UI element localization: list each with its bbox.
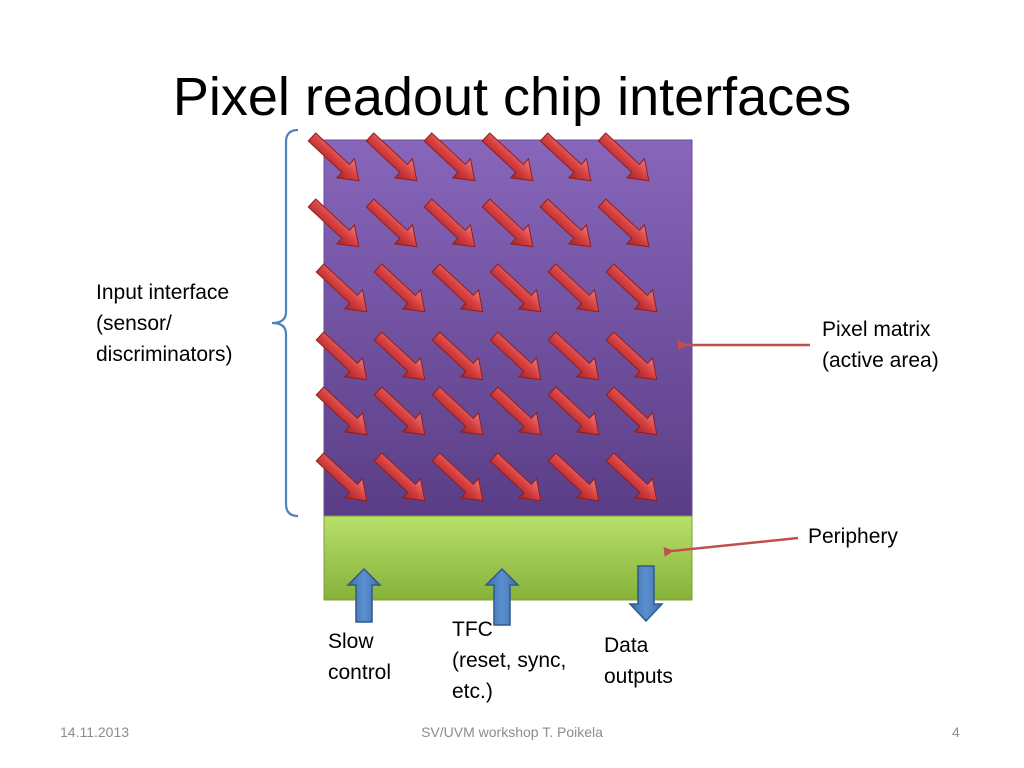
slow-control-label: Slow control <box>328 630 392 684</box>
pixel-arrow <box>431 386 484 436</box>
pixel-arrow <box>365 198 418 248</box>
pixel-arrow <box>547 331 600 381</box>
pixel-arrow-grid <box>307 132 658 502</box>
pixel-arrow <box>547 263 600 313</box>
data-outputs-label: Data outputs <box>604 634 673 688</box>
slide-number: 4 <box>952 724 960 740</box>
slide-title: Pixel readout chip interfaces <box>172 67 852 127</box>
pixel-arrow <box>547 452 600 502</box>
pixel-arrow <box>547 386 600 436</box>
pixel-arrow <box>373 263 426 313</box>
slow-control-arrow <box>346 567 382 623</box>
pixel-arrow <box>315 331 368 381</box>
pixel-matrix <box>323 139 693 517</box>
pixel-arrow <box>481 198 534 248</box>
pixel-arrow <box>315 386 368 436</box>
pixel-arrow <box>423 132 476 182</box>
pixel-arrow <box>373 452 426 502</box>
pixel-arrow <box>431 331 484 381</box>
pixel-matrix-label: Pixel matrix (active area) <box>822 318 939 372</box>
pixel-arrow <box>365 132 418 182</box>
pixel-arrow <box>423 198 476 248</box>
pixel-arrow <box>431 263 484 313</box>
pixel-arrow <box>597 132 650 182</box>
pixel-arrow <box>373 331 426 381</box>
pixel-arrow <box>307 198 360 248</box>
footer-date: 14.11.2013 <box>60 724 130 740</box>
pixel-arrow <box>481 132 534 182</box>
pixel-arrow <box>539 198 592 248</box>
input-interface-brace <box>271 128 299 518</box>
periphery-label: Periphery <box>808 525 898 548</box>
tfc-label: TFC (reset, sync, etc.) <box>452 618 567 703</box>
pixel-arrow <box>489 452 542 502</box>
pixel-arrow <box>605 331 658 381</box>
pixel-arrow <box>315 452 368 502</box>
pixel-arrow <box>315 263 368 313</box>
pixel-arrow <box>605 263 658 313</box>
pixel-arrow <box>605 386 658 436</box>
footer-center: SV/UVM workshop T. Poikela <box>421 724 603 740</box>
pixel-arrow <box>489 263 542 313</box>
pixel-arrow <box>431 452 484 502</box>
periphery-pointer-arrow <box>663 536 799 557</box>
pixel-arrow <box>539 132 592 182</box>
pixel-arrow <box>489 331 542 381</box>
pixel-arrow <box>307 132 360 182</box>
pixel-arrow <box>605 452 658 502</box>
tfc-arrow <box>484 567 520 626</box>
pixel-arrow <box>373 386 426 436</box>
input-interface-label: Input interface (sensor/ discriminators) <box>96 281 233 366</box>
pixel-arrow <box>597 198 650 248</box>
pixel-arrow <box>489 386 542 436</box>
data-outputs-arrow <box>628 565 664 623</box>
